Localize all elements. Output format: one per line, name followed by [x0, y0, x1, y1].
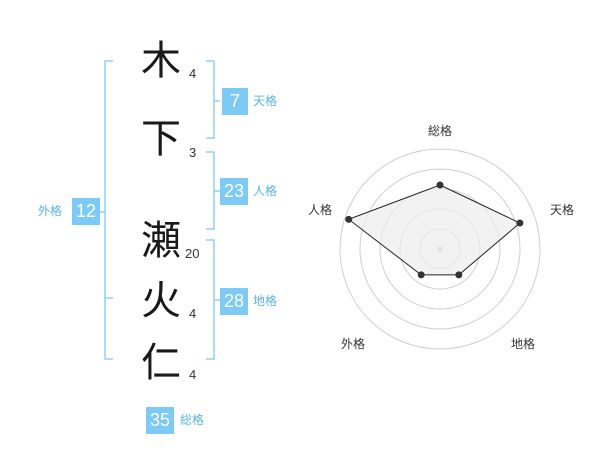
soukaku-badge: 35 [146, 407, 174, 434]
radar-point-3 [455, 271, 463, 279]
tenkaku-badge: 7 [222, 88, 248, 115]
stroke-count-2: 3 [189, 145, 197, 160]
radar-axis-label-chikaku: 地格 [511, 337, 536, 351]
chikaku-badge: 28 [220, 288, 248, 315]
stroke-count-3: 20 [185, 246, 200, 261]
radar-series-polygon [347, 184, 521, 276]
jinkaku-badge: 23 [220, 178, 248, 205]
name-char-1: 木 [141, 38, 181, 84]
radar-grid-ring [339, 148, 541, 350]
stroke-count-4: 4 [189, 306, 197, 321]
stroke-count-1: 4 [189, 66, 197, 81]
name-char-4: 火 [141, 278, 181, 324]
radar-point-5 [345, 215, 353, 223]
name-char-3: 瀬 [141, 218, 181, 264]
gaikaku-label: 外格 [38, 204, 63, 218]
stroke-count-5: 4 [189, 367, 197, 382]
radar-grid-ring [359, 168, 521, 330]
gaikaku-badge: 12 [72, 198, 100, 225]
tenkaku-label: 天格 [253, 94, 278, 108]
radar-point-1 [436, 181, 444, 189]
soukaku-label: 総格 [180, 413, 205, 427]
radar-axis-label-tenkaku: 天格 [550, 203, 575, 217]
radar-axis-label-gaikaku: 外格 [341, 337, 366, 351]
radar-axis-label-jinkaku: 人格 [308, 203, 333, 217]
chikaku-label: 地格 [253, 294, 278, 308]
radar-point-4 [417, 271, 425, 279]
radar-axis-label-soukaku: 総格 [428, 124, 453, 138]
jinkaku-label: 人格 [253, 184, 278, 198]
name-char-2: 下 [141, 116, 181, 162]
name-char-5: 仁 [141, 340, 181, 386]
radar-point-2 [516, 219, 524, 227]
